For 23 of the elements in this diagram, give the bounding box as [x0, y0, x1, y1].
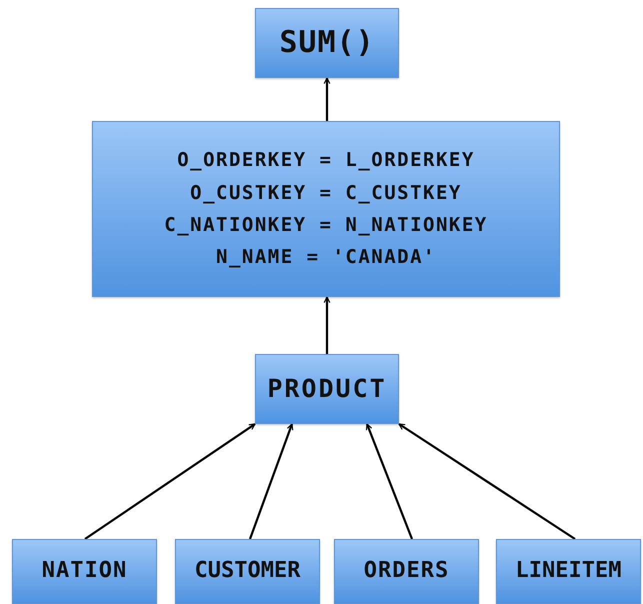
- box-label: CUSTOMER: [194, 558, 300, 585]
- join-condition: O_CUSTKEY = C_CUSTKEY: [190, 180, 462, 206]
- box-label: SUM(): [279, 25, 375, 61]
- join-condition: C_NATIONKEY = N_NATIONKEY: [164, 213, 488, 238]
- process-box: [255, 8, 399, 78]
- join-condition: O_ORDERKEY = L_ORDERKEY: [177, 148, 475, 174]
- arrow: [398, 423, 576, 540]
- process-box: [255, 354, 399, 424]
- join-condition: N_NAME = 'CANADA': [216, 245, 436, 270]
- process-box: [92, 121, 560, 297]
- box-label: PRODUCT: [267, 374, 387, 404]
- arrow: [366, 423, 414, 540]
- arrow: [84, 423, 256, 540]
- process-box: [334, 539, 479, 604]
- box-label: LINEITEM: [516, 558, 622, 585]
- process-box: [12, 539, 157, 604]
- process-box: [175, 539, 320, 604]
- arrow: [324, 296, 330, 354]
- arrow: [324, 77, 330, 121]
- process-box: [496, 539, 641, 604]
- box-label: NATION: [42, 558, 128, 585]
- arrow: [248, 423, 294, 540]
- box-label: ORDERS: [364, 558, 450, 585]
